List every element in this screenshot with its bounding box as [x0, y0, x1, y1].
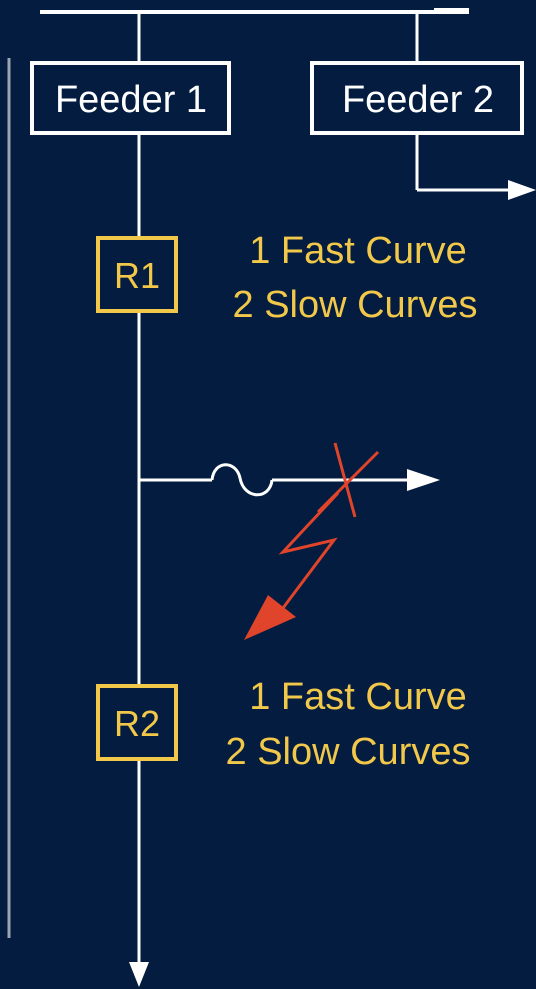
recloser-r2-label: R2 [114, 703, 160, 744]
lateral-arrowhead [407, 469, 440, 491]
recloser-r1-setting-2: 2 Slow Curves [233, 284, 478, 326]
fuse-symbol [210, 463, 274, 497]
recloser-r2-box [96, 684, 178, 761]
recloser-r2-setting-1: 1 Fast Curve [249, 676, 467, 718]
fault-lightning-icon [278, 491, 340, 609]
feeder-2-arrowhead [508, 180, 536, 200]
recloser-r1-label: R1 [114, 255, 160, 296]
fault-x-mark-stroke-1 [333, 442, 357, 518]
feeder-1-label: Feeder 1 [55, 79, 207, 121]
feeder-1-box [30, 61, 231, 135]
feeder-2-box [310, 61, 524, 135]
feeder-2-label: Feeder 2 [342, 79, 494, 121]
recloser-r1-setting-1: 1 Fast Curve [249, 230, 467, 272]
fault-lightning-arrowhead [244, 595, 296, 640]
feeder-1-arrowhead [129, 962, 149, 987]
recloser-r2-setting-2: 2 Slow Curves [226, 731, 471, 773]
recloser-r1-box [96, 236, 178, 313]
